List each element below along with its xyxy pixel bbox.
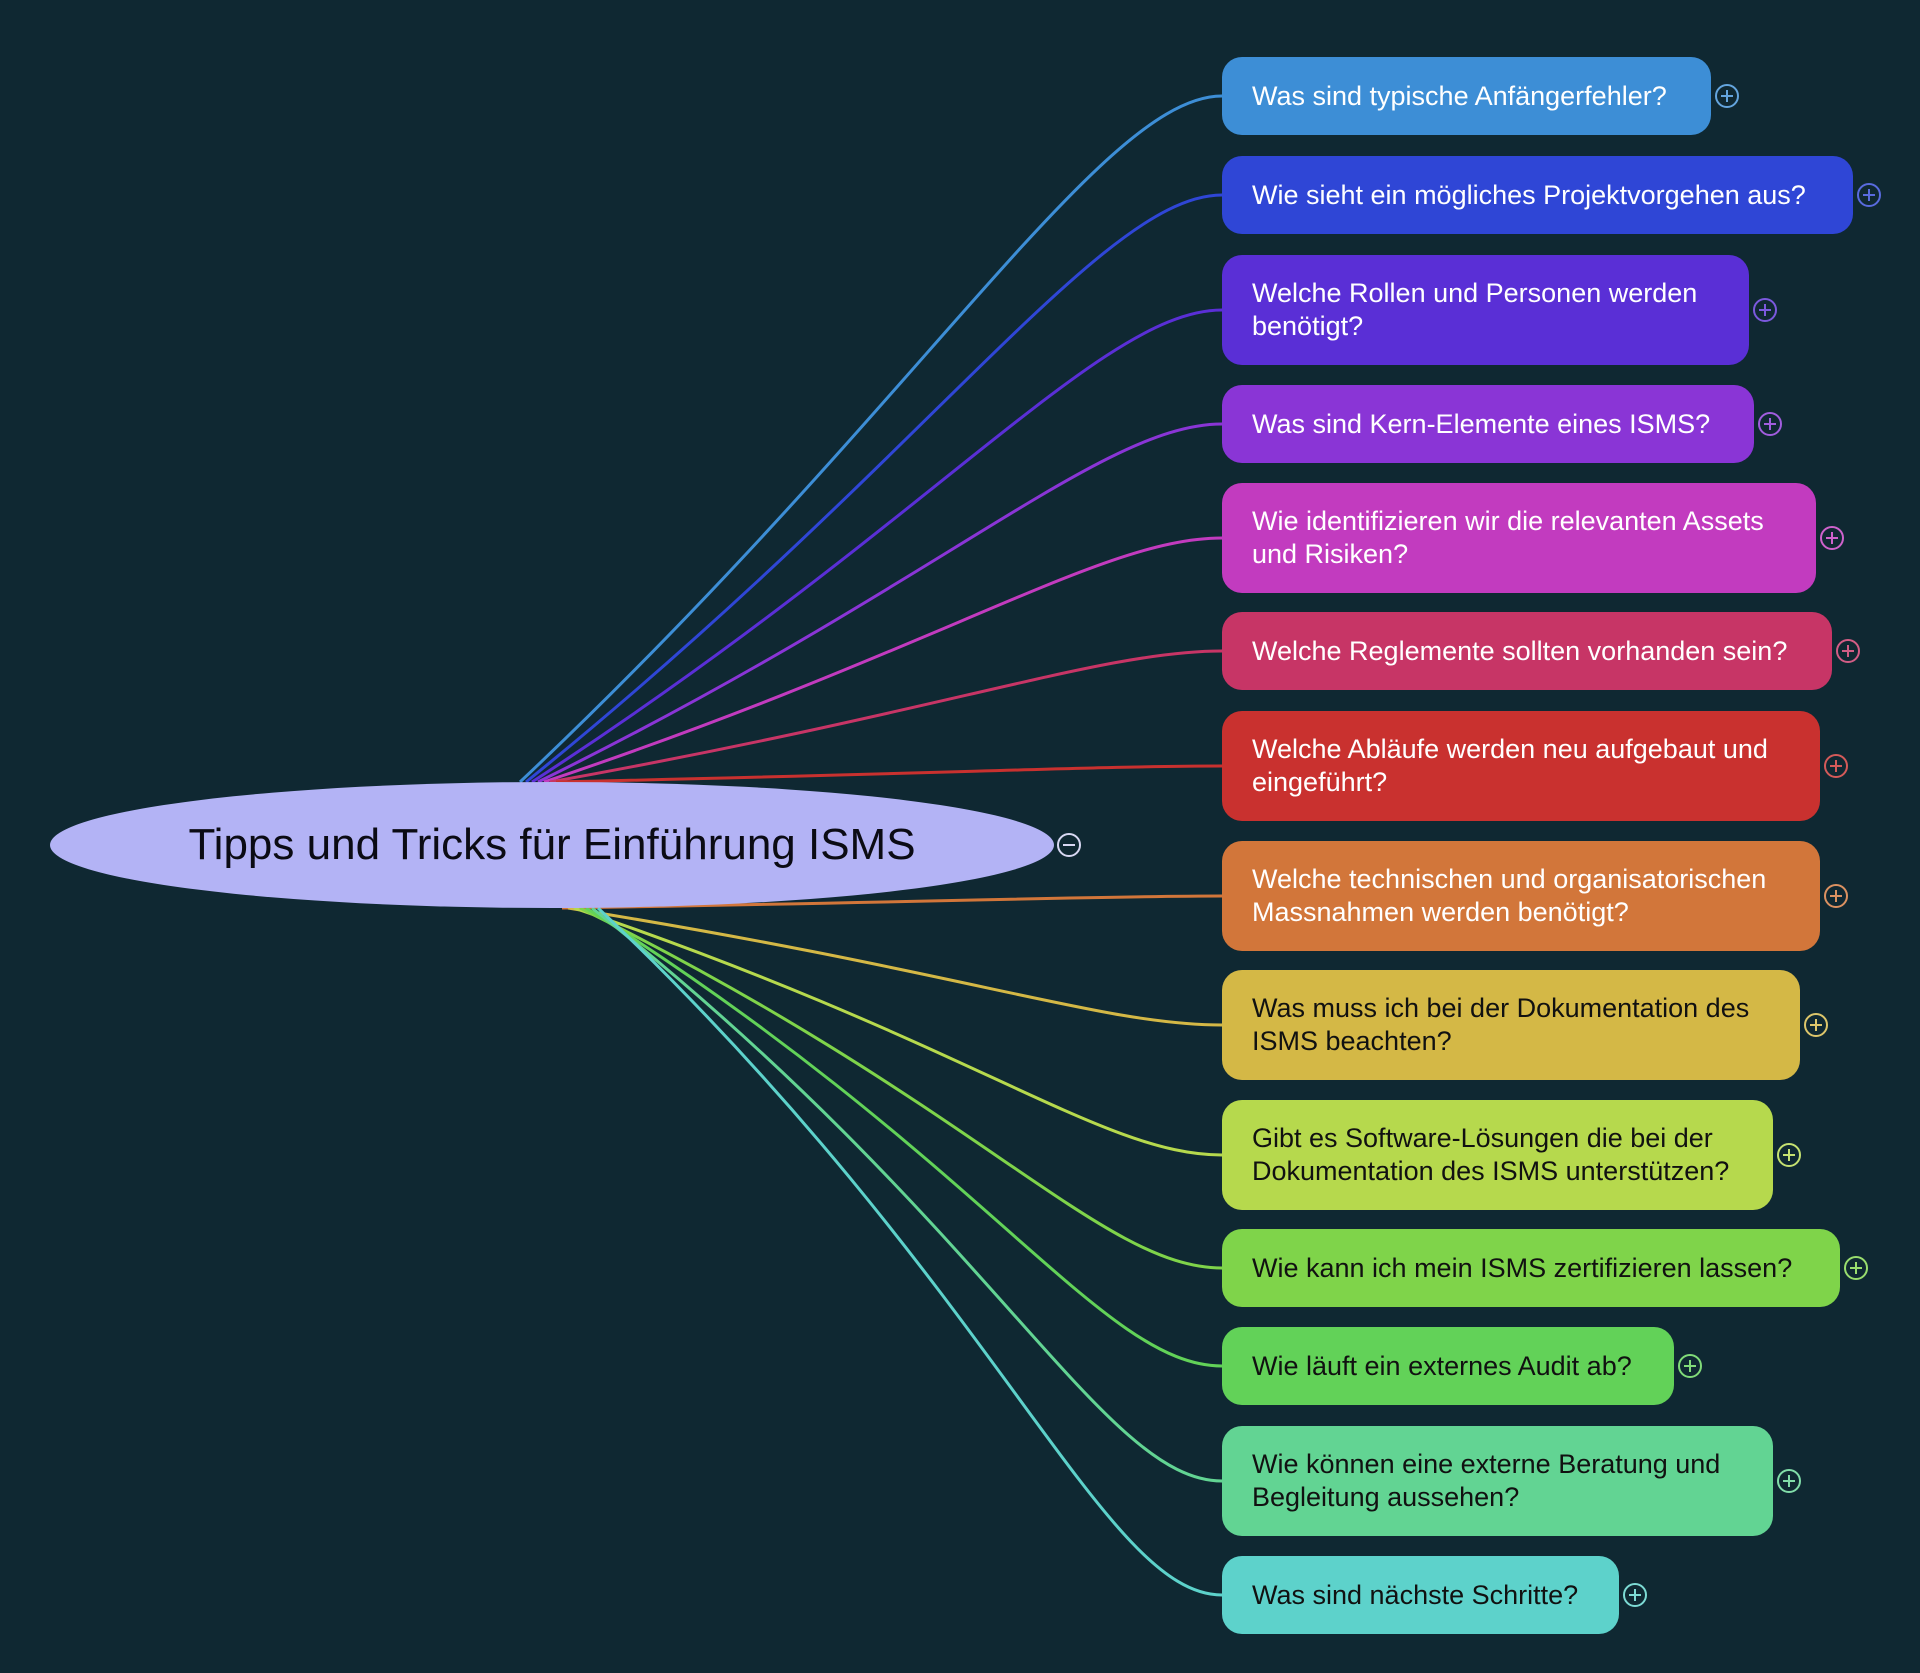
- subtopic-label: Was sind Kern-Elemente eines ISMS?: [1252, 408, 1711, 439]
- subtopic-node[interactable]: Wie kann ich mein ISMS zertifizieren las…: [1222, 1229, 1840, 1307]
- connector-line: [531, 308, 1223, 784]
- subtopic-node[interactable]: Was muss ich bei der Dokumentation des I…: [1222, 970, 1800, 1080]
- expand-plus-icon[interactable]: [1857, 183, 1881, 207]
- expand-plus-icon[interactable]: [1820, 526, 1844, 550]
- subtopic-node[interactable]: Welche Rollen und Personen werden benöti…: [1222, 255, 1749, 365]
- expand-plus-icon[interactable]: [1777, 1143, 1801, 1167]
- connector-line: [549, 649, 1223, 784]
- expand-plus-icon[interactable]: [1623, 1583, 1647, 1607]
- expand-plus-icon[interactable]: [1758, 412, 1782, 436]
- collapse-minus-icon[interactable]: [1057, 833, 1081, 857]
- subtopic-label: Wie sieht ein mögliches Projektvorgehen …: [1252, 179, 1806, 210]
- expand-plus-icon[interactable]: [1678, 1354, 1702, 1378]
- subtopic-label: Was sind typische Anfängerfehler?: [1252, 80, 1667, 111]
- subtopic-node[interactable]: Welche technischen und organisatorischen…: [1222, 841, 1820, 951]
- subtopic-node[interactable]: Welche Abläufe werden neu aufgebaut und …: [1222, 711, 1820, 821]
- expand-plus-icon[interactable]: [1715, 84, 1739, 108]
- central-topic[interactable]: Tipps und Tricks für Einführung ISMS: [50, 782, 1054, 908]
- expand-plus-icon[interactable]: [1824, 754, 1848, 778]
- expand-plus-icon[interactable]: [1777, 1469, 1801, 1493]
- subtopic-label: Wie identifizieren wir die relevanten As…: [1252, 506, 1764, 569]
- subtopic-node[interactable]: Was sind typische Anfängerfehler?: [1222, 57, 1711, 135]
- expand-plus-icon[interactable]: [1824, 884, 1848, 908]
- connector-line: [543, 536, 1223, 784]
- subtopic-label: Welche Rollen und Personen werden benöti…: [1252, 278, 1698, 341]
- subtopic-node[interactable]: Wie läuft ein externes Audit ab?: [1222, 1327, 1674, 1405]
- connector-line: [591, 906, 1223, 1483]
- subtopic-node[interactable]: Wie sieht ein mögliches Projektvorgehen …: [1222, 156, 1853, 234]
- connector-line: [579, 906, 1223, 1270]
- connector-line: [525, 193, 1223, 784]
- central-topic-title: Tipps und Tricks für Einführung ISMS: [188, 820, 916, 869]
- subtopic-node[interactable]: Welche Reglemente sollten vorhanden sein…: [1222, 612, 1832, 690]
- connector-line: [585, 906, 1223, 1368]
- connector-line: [555, 764, 1223, 784]
- subtopic-node[interactable]: Was sind Kern-Elemente eines ISMS?: [1222, 385, 1754, 463]
- expand-plus-icon[interactable]: [1804, 1013, 1828, 1037]
- subtopic-node[interactable]: Gibt es Software-Lösungen die bei der Do…: [1222, 1100, 1773, 1210]
- expand-plus-icon[interactable]: [1844, 1256, 1868, 1280]
- subtopic-node[interactable]: Wie können eine externe Beratung und Beg…: [1222, 1426, 1773, 1536]
- connector-line: [561, 894, 1223, 910]
- subtopic-label: Wie läuft ein externes Audit ab?: [1252, 1350, 1632, 1381]
- subtopic-node[interactable]: Wie identifizieren wir die relevanten As…: [1222, 483, 1816, 593]
- subtopic-label: Gibt es Software-Lösungen die bei der Do…: [1252, 1123, 1730, 1186]
- subtopic-label: Welche Abläufe werden neu aufgebaut und …: [1252, 734, 1768, 797]
- subtopic-node[interactable]: Was sind nächste Schritte?: [1222, 1556, 1619, 1634]
- connector-line: [573, 906, 1223, 1157]
- connector-line: [596, 906, 1223, 1597]
- subtopic-label: Was sind nächste Schritte?: [1252, 1579, 1579, 1610]
- subtopic-label: Welche technischen und organisatorischen…: [1252, 864, 1767, 927]
- connector-line: [567, 906, 1223, 1027]
- subtopic-label: Wie können eine externe Beratung und Beg…: [1252, 1449, 1721, 1512]
- subtopic-label: Was muss ich bei der Dokumentation des I…: [1252, 993, 1750, 1056]
- subtopic-label: Welche Reglemente sollten vorhanden sein…: [1252, 635, 1788, 666]
- expand-plus-icon[interactable]: [1836, 639, 1860, 663]
- connector-line: [537, 422, 1223, 784]
- connector-line: [518, 94, 1223, 784]
- subtopic-label: Wie kann ich mein ISMS zertifizieren las…: [1252, 1252, 1793, 1283]
- expand-plus-icon[interactable]: [1753, 298, 1777, 322]
